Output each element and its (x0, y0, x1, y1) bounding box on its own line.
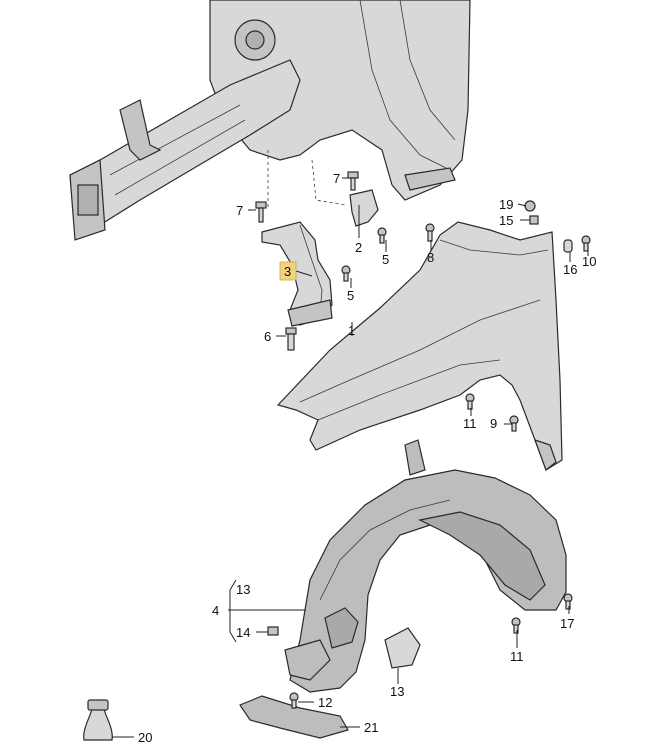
bolt-11-fender (465, 393, 475, 410)
fasteners (255, 171, 591, 709)
callout-3: 3 (284, 264, 291, 279)
callout-13-cover: 13 (390, 684, 404, 699)
callout-labels: 7 7 2 5 5 3 6 8 19 15 16 10 1 11 9 13 4 … (138, 171, 596, 745)
callout-16: 16 (563, 262, 577, 277)
bolt-12 (289, 692, 299, 709)
small-bracket (349, 189, 379, 227)
grommet (83, 699, 113, 741)
callout-13-top: 13 (236, 582, 250, 597)
bolt-11-lower (511, 617, 521, 634)
callout-7-upper: 7 (333, 171, 340, 186)
stud-6 (285, 327, 297, 351)
callout-10: 10 (582, 254, 596, 269)
bolt-7-left (255, 201, 267, 223)
callout-9: 9 (490, 416, 497, 431)
plug-16 (563, 239, 573, 253)
bolt-7-upper (347, 171, 359, 191)
air-guide (239, 695, 349, 739)
front-fender (276, 221, 563, 471)
callout-17: 17 (560, 616, 574, 631)
callout-5-upper: 5 (382, 252, 389, 267)
callout-1: 1 (348, 323, 355, 338)
bolt-5-upper (377, 227, 387, 244)
body-structure (69, 0, 471, 241)
callout-3-highlight (279, 261, 297, 281)
nut-19 (524, 200, 536, 212)
callout-7-left: 7 (236, 203, 243, 218)
bolt-17 (563, 593, 573, 610)
callout-4: 4 (212, 603, 219, 618)
access-cover (384, 627, 421, 669)
callout-14: 14 (236, 625, 250, 640)
fender-bracket (261, 221, 333, 327)
callout-15: 15 (499, 213, 513, 228)
wheel-housing-liner (284, 439, 567, 693)
bolt-9 (509, 415, 519, 432)
callout-2: 2 (355, 240, 362, 255)
callout-20: 20 (138, 730, 152, 745)
callout-12: 12 (318, 695, 332, 710)
leader-lines (112, 177, 589, 738)
callout-5-lower: 5 (347, 288, 354, 303)
callout-8: 8 (427, 250, 434, 265)
clip-14 (267, 626, 279, 636)
callout-6: 6 (264, 329, 271, 344)
callout-21: 21 (364, 720, 378, 735)
callout-19: 19 (499, 197, 513, 212)
bolt-10 (581, 235, 591, 252)
bolt-8 (425, 223, 435, 242)
callout-11-fender: 11 (463, 416, 477, 431)
clip-15 (529, 215, 539, 225)
callout-11-lower: 11 (510, 649, 524, 664)
bolt-5-lower (341, 265, 351, 282)
